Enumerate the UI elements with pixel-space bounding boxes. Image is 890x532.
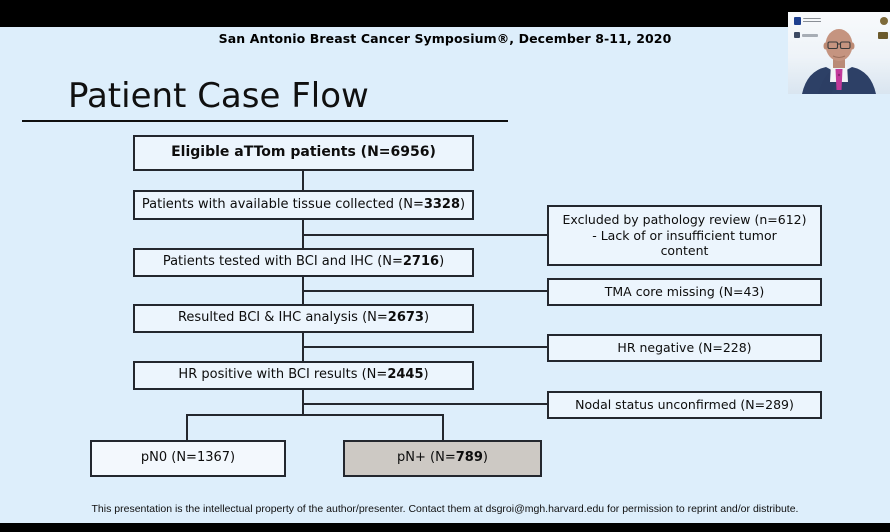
institution-logo4-icon: [878, 32, 888, 39]
connector-branch-nodal: [303, 403, 547, 405]
copyright-footer: This presentation is the intellectual pr…: [91, 503, 799, 515]
institution-logo3-icon: [880, 17, 888, 25]
flow-box-pn0: pN0 (N=1367): [90, 440, 286, 477]
flow-box-resulted-analysis: Resulted BCI & IHC analysis (N=2673): [133, 304, 474, 333]
flow-box-nodal-unconfirmed: Nodal status unconfirmed (N=289): [547, 391, 822, 419]
connector-branch-tma: [303, 290, 547, 292]
bottom-letterbox-bar: [0, 523, 890, 532]
connector-split-bar: [186, 414, 444, 416]
flow-box-excluded-pathology: Excluded by pathology review (n=612) - L…: [547, 205, 822, 266]
flow-box-tissue-collected: Patients with available tissue collected…: [133, 190, 474, 220]
flow-box-bci-ihc-tested: Patients tested with BCI and IHC (N=2716…: [133, 248, 474, 277]
page-title: Patient Case Flow: [68, 76, 369, 116]
title-underline: [22, 120, 508, 122]
flow-box-eligible-patients: Eligible aTTom patients (N=6956): [133, 135, 474, 171]
connector-branch-hr-negative: [303, 346, 547, 348]
connector-v1: [302, 171, 304, 191]
flow-box-pn-plus-highlighted: pN+ (N=789): [343, 440, 542, 477]
institution-logo2-text: [802, 34, 818, 37]
institution-logo-text: [803, 18, 821, 24]
symposium-header: San Antonio Breast Cancer Symposium®, De…: [218, 31, 672, 46]
flow-box-tma-missing: TMA core missing (N=43): [547, 278, 822, 306]
institution-logo-icon: [794, 17, 801, 25]
flow-box-hr-negative: HR negative (N=228): [547, 334, 822, 362]
presenter-avatar: [802, 29, 876, 94]
flow-box-hr-positive: HR positive with BCI results (N=2445): [133, 361, 474, 390]
connector-branch-excluded: [303, 234, 547, 236]
presenter-webcam-video[interactable]: [788, 12, 890, 94]
connector-drop-pnplus: [442, 414, 444, 440]
top-letterbox-bar: [0, 0, 890, 27]
institution-logo2-icon: [794, 32, 800, 38]
connector-drop-pn0: [186, 414, 188, 440]
